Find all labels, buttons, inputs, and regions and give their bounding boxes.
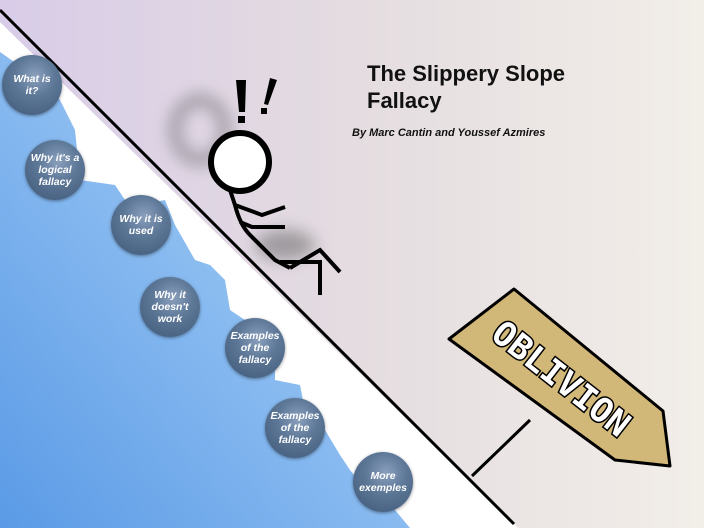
topic-examples-1[interactable]: Examples of the fallacy xyxy=(225,318,285,378)
topic-more-examples[interactable]: More exemples xyxy=(353,452,413,512)
topic-label: More exemples xyxy=(359,470,407,494)
topic-label: Examples of the fallacy xyxy=(270,410,320,446)
blue-staircase xyxy=(0,52,410,528)
stick-figure-icon xyxy=(208,130,342,295)
sign-board xyxy=(447,287,672,468)
oblivion-sign: OBLIVION xyxy=(447,287,672,478)
topic-why-doesnt-work[interactable]: Why it doesn't work xyxy=(140,277,200,337)
topic-label: What is it? xyxy=(13,73,51,97)
sign-post xyxy=(470,418,532,478)
topic-why-used[interactable]: Why it is used xyxy=(111,195,171,255)
topic-label: Examples of the fallacy xyxy=(230,330,280,366)
topic-label: Why it's a logical fallacy xyxy=(30,152,80,188)
page-title: The Slippery Slope Fallacy xyxy=(367,61,566,113)
slope-line xyxy=(0,8,516,526)
byline: By Marc Cantin and Youssef Azmires xyxy=(352,127,546,139)
topic-why-logical-fallacy[interactable]: Why it's a logical fallacy xyxy=(25,140,85,200)
topic-what-is-it[interactable]: What is it? xyxy=(2,55,62,115)
topic-examples-2[interactable]: Examples of the fallacy xyxy=(265,398,325,458)
exclamation-icon xyxy=(236,78,277,123)
topic-label: Why it is used xyxy=(119,213,163,237)
topic-label: Why it doesn't work xyxy=(151,289,189,325)
